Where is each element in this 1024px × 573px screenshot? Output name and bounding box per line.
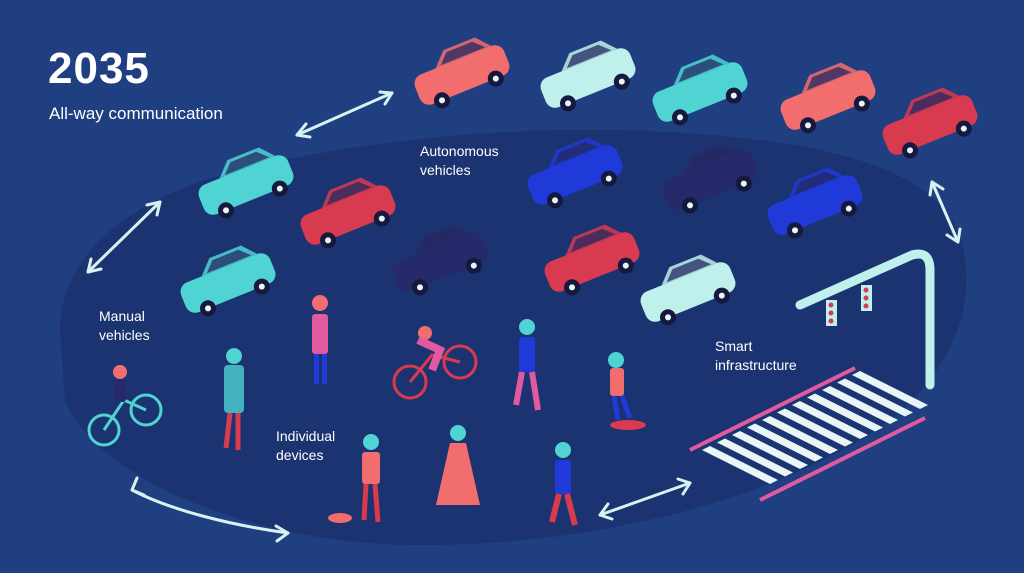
traffic-light (795, 249, 935, 390)
year-heading: 2035 (48, 44, 150, 93)
arrow-manual-autonomous (295, 90, 394, 139)
label-smart-infrastructure: Smart infrastructure (715, 338, 797, 373)
autonomous-car (640, 254, 736, 326)
cyclist-center (392, 326, 478, 400)
autonomous-car (767, 167, 863, 239)
person-walking-pink (513, 319, 541, 411)
autonomous-car (652, 54, 748, 126)
person-dog-walker (328, 434, 381, 523)
manual-car (300, 177, 396, 249)
arrow-bottom-left (130, 476, 290, 543)
skateboarder (608, 352, 646, 430)
person-walking-right (549, 442, 578, 526)
person-left-cyan (223, 348, 244, 450)
label-manual-vehicles: Manual vehicles (99, 308, 150, 343)
subtitle: All-way communication (49, 104, 223, 123)
person-standing-phone (312, 295, 328, 384)
manual-car (198, 147, 294, 219)
manual-vehicles-group (180, 147, 396, 317)
person-red-dress (436, 425, 480, 505)
autonomous-car (540, 40, 636, 112)
crosswalk-stripe (717, 438, 793, 477)
autonomous-car (544, 224, 640, 296)
label-individual-devices: Individual devices (276, 428, 336, 463)
crosswalk-stripe (837, 378, 913, 417)
crosswalk-stripe (822, 386, 898, 424)
autonomous-vehicles-group (392, 37, 978, 326)
crosswalk-stripe (852, 371, 928, 409)
crosswalk-stripe (777, 408, 853, 447)
autonomous-car (662, 142, 758, 214)
crosswalk-stripe (702, 446, 778, 484)
arrow-left-top (86, 200, 162, 274)
manual-car (180, 245, 276, 317)
crosswalk-stripe (792, 401, 868, 439)
autonomous-car (882, 87, 978, 159)
arrow-right-top (928, 180, 962, 244)
arrow-bottom-right (598, 477, 692, 521)
autonomous-car (392, 224, 488, 296)
crosswalk-stripe (732, 431, 808, 469)
cyclist-left (87, 365, 163, 447)
crosswalk-stripe (807, 393, 883, 432)
crosswalk-stripe (762, 416, 838, 454)
autonomous-car (414, 37, 510, 109)
autonomous-car (780, 62, 876, 134)
ground-area (60, 129, 967, 545)
crosswalk (689, 366, 928, 502)
label-autonomous-vehicles: Autonomous vehicles (420, 143, 499, 178)
crosswalk-stripe (747, 423, 823, 462)
autonomous-car (527, 137, 623, 209)
